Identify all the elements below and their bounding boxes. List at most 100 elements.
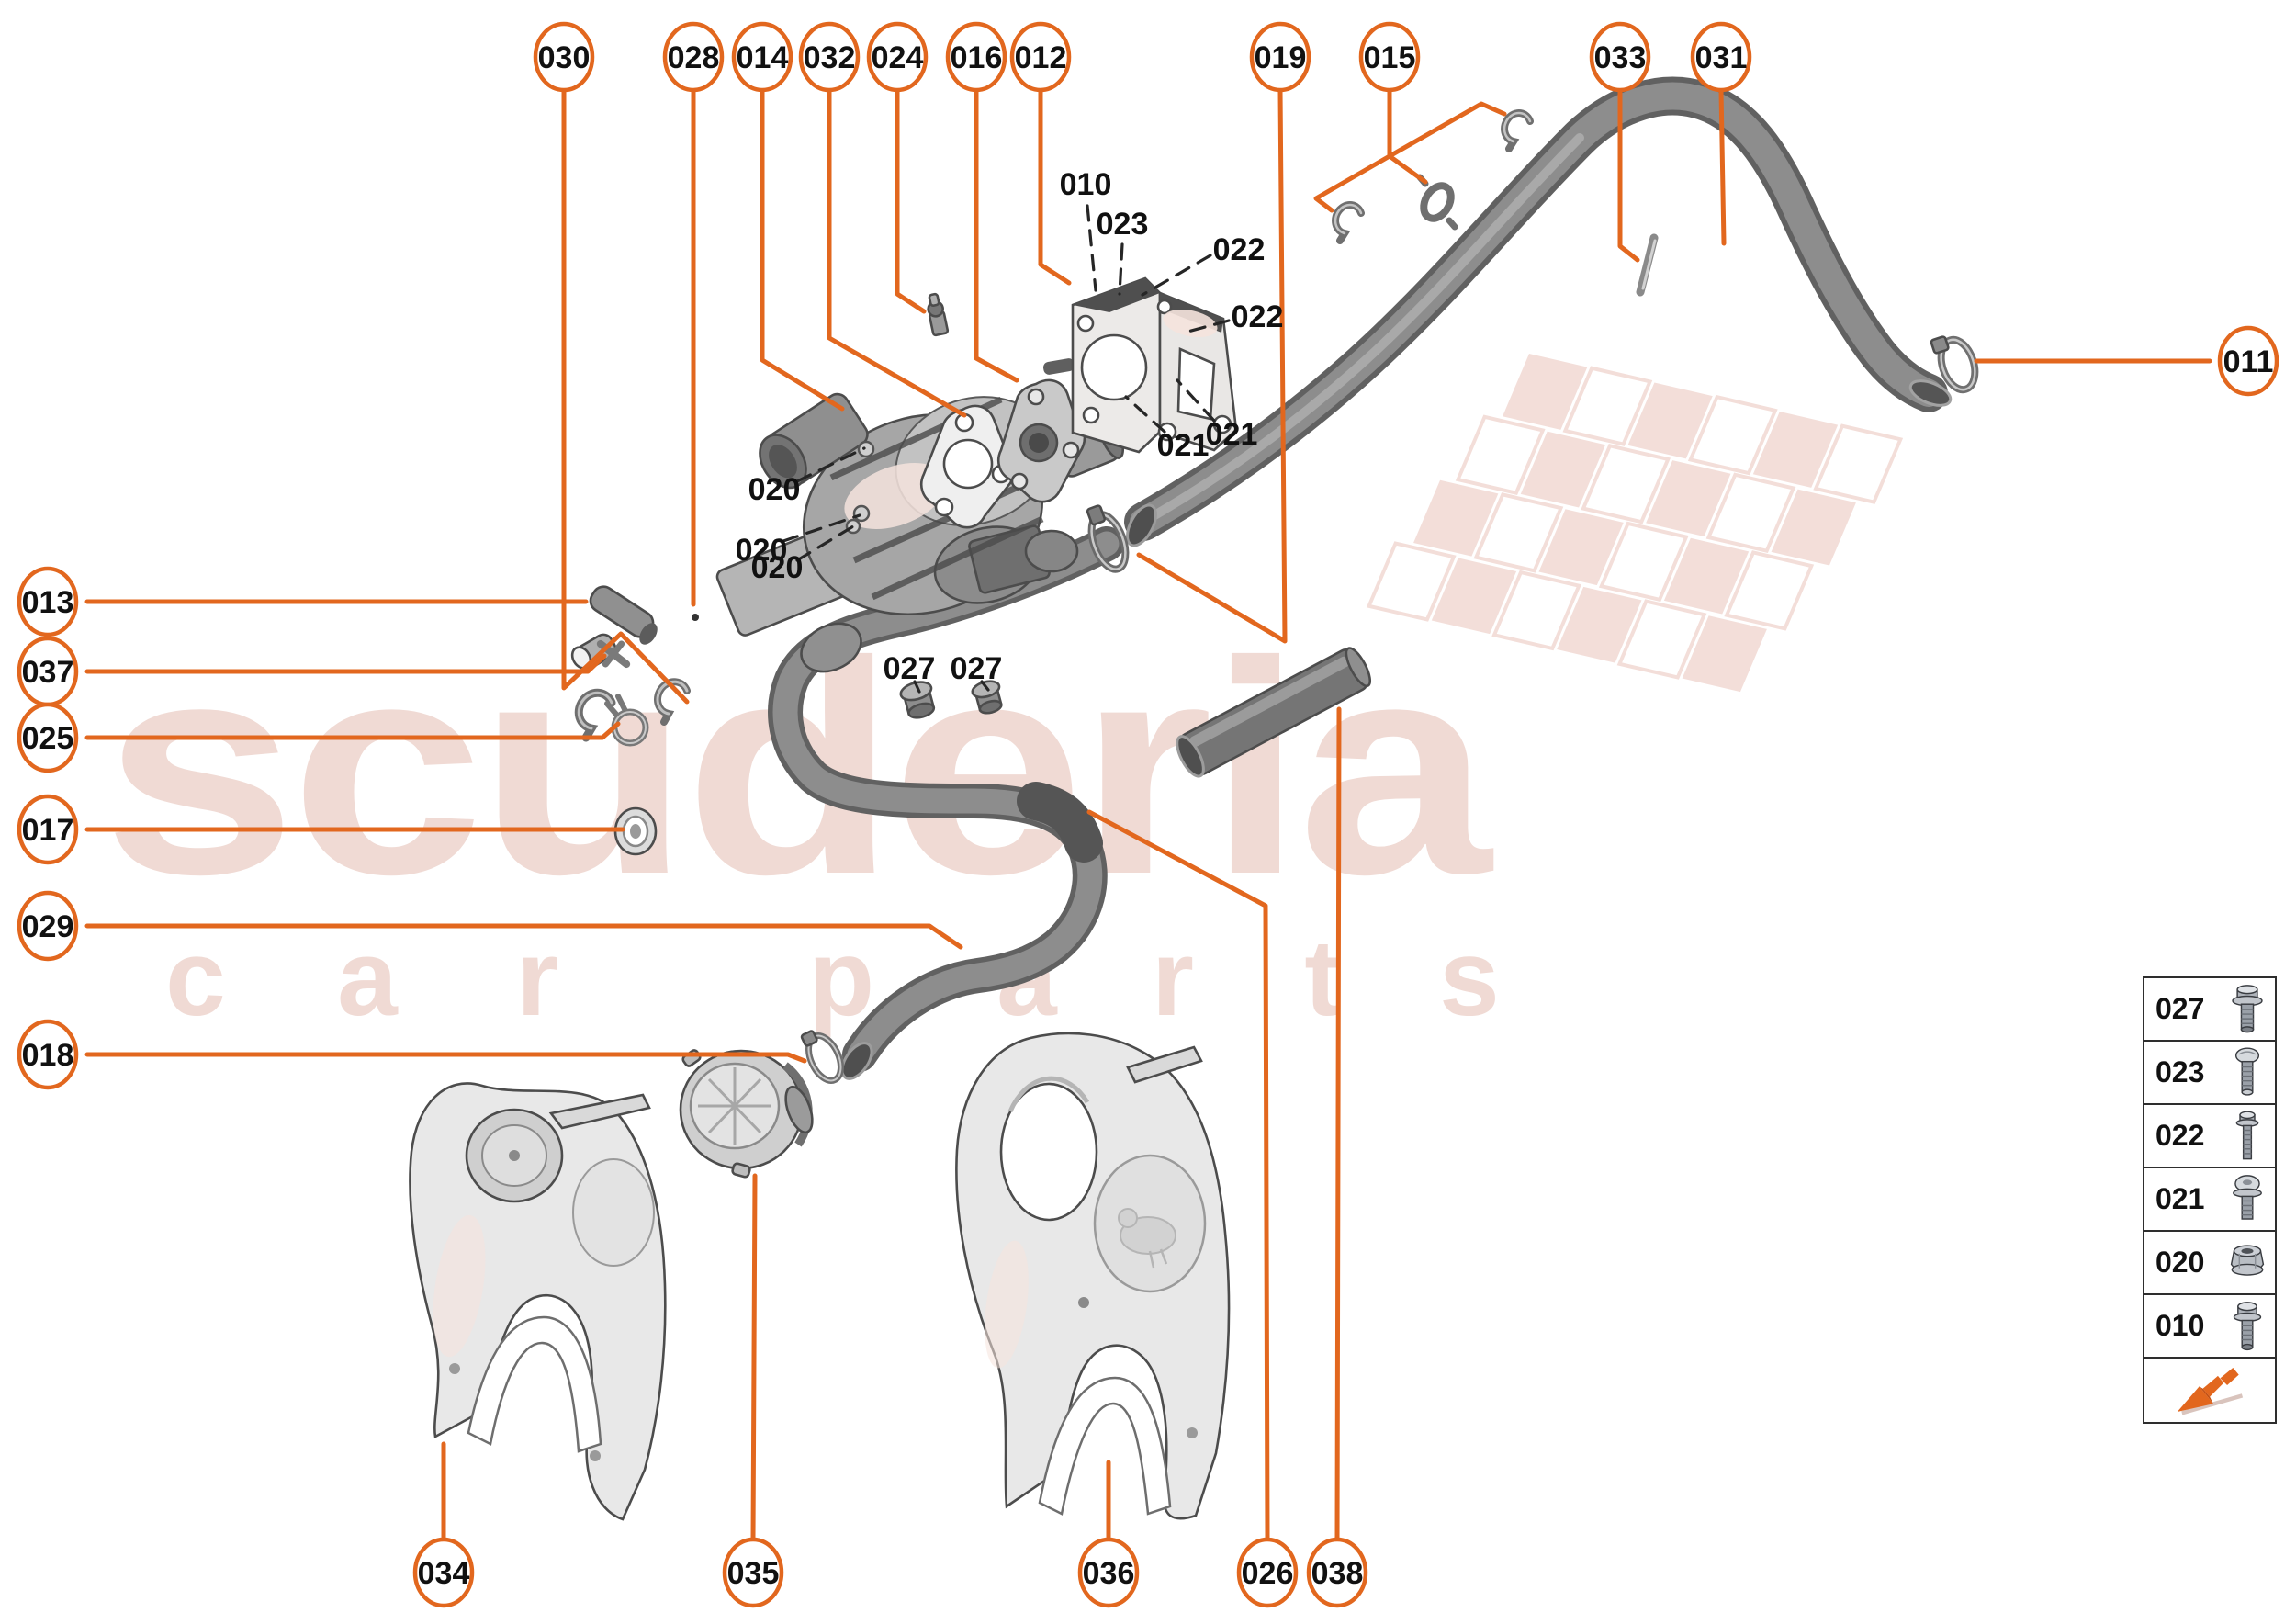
callout-032[interactable]: 032 (798, 21, 861, 93)
leader-line-033 (1617, 87, 1640, 263)
callout-circle (798, 21, 861, 93)
legend-row-023[interactable]: 023 (2144, 1042, 2275, 1105)
legend-part-number: 027 (2155, 992, 2205, 1025)
part-clamp-019 (1086, 504, 1130, 573)
leader-line-015 (1387, 101, 1507, 159)
part-pin-033 (1636, 233, 1659, 297)
part-label-023: 023 (1097, 207, 1149, 242)
callout-034[interactable]: 034 (412, 1537, 475, 1608)
flag-cell (1473, 492, 1564, 573)
watermark-letter: r (516, 918, 558, 1039)
callout-038[interactable]: 038 (1306, 1537, 1368, 1608)
pan-head-screw-icon (2234, 1046, 2260, 1096)
callout-031[interactable]: 031 (1690, 21, 1752, 93)
long-bolt-icon (2235, 1110, 2259, 1159)
leader-line-038 (1334, 706, 1342, 1542)
callout-018[interactable]: 018 (17, 1019, 79, 1090)
legend-part-number: 023 (2155, 1055, 2205, 1088)
leader-line-012 (1038, 87, 1072, 286)
callout-circle (731, 21, 793, 93)
callout-037[interactable]: 037 (17, 636, 79, 707)
callout-circle (1009, 21, 1072, 93)
callout-013[interactable]: 013 (17, 566, 79, 637)
callout-circle (17, 794, 79, 865)
watermark-letter: s (1439, 918, 1500, 1039)
callout-017[interactable]: 017 (17, 794, 79, 865)
leader-line-029 (84, 923, 963, 950)
part-hose-031 (1124, 76, 1953, 547)
callout-036[interactable]: 036 (1077, 1537, 1140, 1608)
part-label-022: 022 (1213, 232, 1266, 267)
callout-number: 012 (1015, 40, 1067, 75)
leader-line-015 (1313, 87, 1392, 213)
callout-circle (1690, 21, 1752, 93)
watermark-letter: t (1304, 918, 1340, 1039)
leader-line-026 (1086, 809, 1270, 1542)
leader-line-015 (1387, 153, 1428, 185)
leader-line-037 (84, 653, 607, 674)
part-label-022: 022 (1232, 299, 1284, 334)
flag-cell (1682, 615, 1767, 693)
label-dash-023 (1118, 242, 1124, 296)
callout-033[interactable]: 033 (1589, 21, 1651, 93)
callout-circle (945, 21, 1007, 93)
legend-logo-row (2144, 1359, 2275, 1422)
legend-row-027[interactable]: 027 (2144, 978, 2275, 1042)
part-label-020: 020 (748, 472, 801, 507)
callout-number: 011 (2223, 344, 2274, 379)
flag-cell (1413, 479, 1499, 557)
callout-019[interactable]: 019 (1249, 21, 1311, 93)
legend-row-022[interactable]: 022 (2144, 1105, 2275, 1168)
callout-014[interactable]: 014 (731, 21, 793, 93)
callout-025[interactable]: 025 (17, 702, 79, 773)
flag-cell (1491, 570, 1582, 651)
leader-line-032 (827, 87, 967, 418)
callout-015[interactable]: 015 (1358, 21, 1421, 93)
legend-row-010[interactable]: 010 (2144, 1295, 2275, 1359)
callout-circle (1589, 21, 1651, 93)
callout-026[interactable]: 026 (1236, 1537, 1299, 1608)
callout-number: 030 (538, 40, 591, 75)
flag-cell (1646, 460, 1731, 536)
part-sleeve-026 (1017, 782, 1103, 863)
label-dash-020 (795, 524, 855, 562)
part-cover-034 (409, 1082, 667, 1521)
callout-012[interactable]: 012 (1009, 21, 1072, 93)
part-label-020: 020 (751, 550, 804, 585)
label-dash-027 (980, 680, 990, 692)
callout-circle (1249, 21, 1311, 93)
callout-number: 015 (1364, 40, 1416, 75)
callout-030[interactable]: 030 (533, 21, 595, 93)
flag-cell (1431, 558, 1517, 635)
watermark-letter: r (1152, 918, 1194, 1039)
callout-028[interactable]: 028 (662, 21, 725, 93)
flag-cell (1598, 521, 1689, 603)
callout-024[interactable]: 024 (866, 21, 929, 93)
part-label-027: 027 (884, 651, 936, 686)
callout-number: 036 (1083, 1556, 1135, 1591)
callout-circle (533, 21, 595, 93)
legend-part-number: 022 (2155, 1119, 2205, 1152)
part-valve-024 (927, 292, 950, 337)
callout-number: 017 (22, 813, 74, 848)
part-cover-035 (679, 1049, 814, 1179)
legend-row-020[interactable]: 020 (2144, 1232, 2275, 1295)
callout-035[interactable]: 035 (722, 1537, 784, 1608)
callout-number: 013 (22, 585, 74, 620)
label-dash-021 (1176, 378, 1216, 423)
callout-011[interactable]: 011 (2217, 325, 2279, 397)
watermark-letter: c (165, 918, 226, 1039)
callout-016[interactable]: 016 (945, 21, 1007, 93)
callout-number: 034 (418, 1556, 470, 1591)
callout-029[interactable]: 029 (17, 890, 79, 962)
label-dash-020 (795, 446, 866, 483)
flag-cell (1581, 444, 1671, 524)
legend-row-021[interactable]: 021 (2144, 1168, 2275, 1232)
leader-line-035 (750, 1173, 758, 1542)
